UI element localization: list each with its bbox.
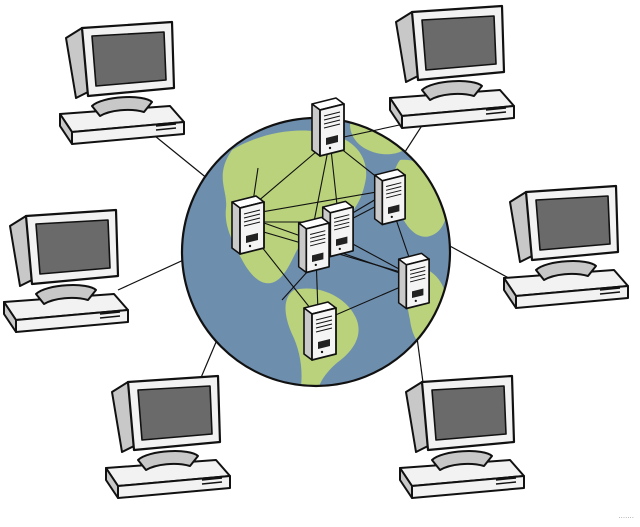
watermark-text: ······· [618, 514, 634, 522]
client-mid-right [502, 184, 630, 310]
client-bottom-left [104, 374, 232, 500]
server-upper-right [373, 168, 406, 226]
client-top-left [58, 20, 186, 146]
server-top [311, 97, 345, 157]
client-top-right [388, 4, 516, 130]
server-center-lower [297, 216, 330, 274]
client-mid-left [2, 208, 130, 334]
server-right [397, 252, 430, 310]
client-bottom-right [398, 374, 526, 500]
mesh-line [249, 189, 389, 215]
server-left [231, 195, 265, 255]
link-mid-right [447, 244, 517, 283]
mesh-line [323, 281, 413, 321]
server-bottom [303, 301, 337, 361]
mesh-line [311, 139, 331, 233]
